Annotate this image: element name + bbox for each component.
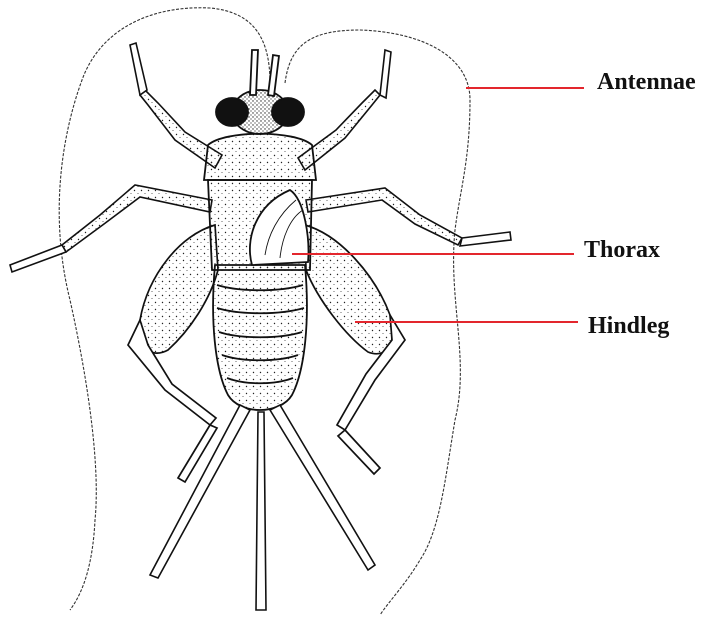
hindleg-left <box>128 225 218 482</box>
hindleg-label: Hindleg <box>588 314 669 338</box>
antennae-label: Antennae <box>597 70 696 94</box>
hindleg-right <box>305 225 405 474</box>
abdomen <box>213 265 307 410</box>
head <box>216 50 304 134</box>
thorax-label: Thorax <box>584 238 660 262</box>
midleg-right <box>306 188 511 246</box>
thorax-body <box>208 180 312 270</box>
pronotum <box>204 134 316 180</box>
